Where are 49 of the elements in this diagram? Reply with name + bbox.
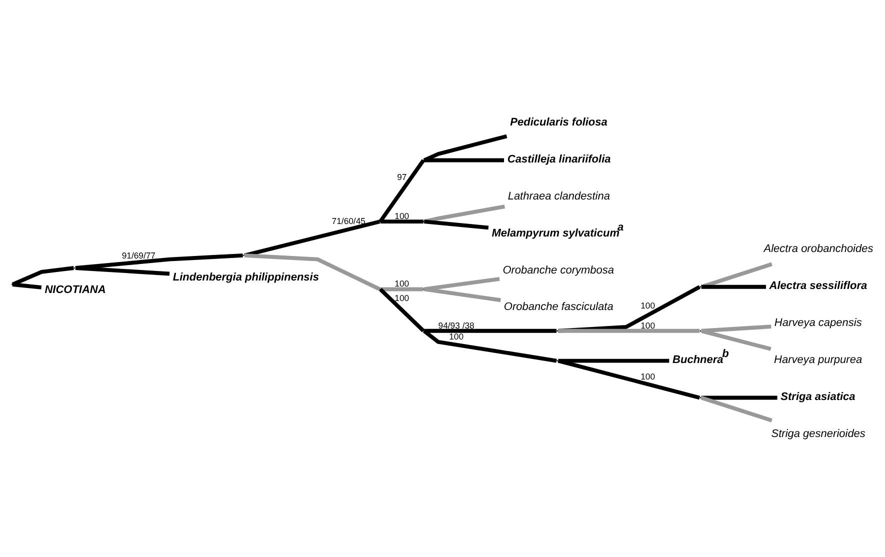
connector (701, 324, 772, 332)
node-text: Castilleja linariifolia (507, 152, 611, 165)
edge-label: 100 (640, 300, 656, 310)
node-text: Striga gesnerioides (771, 427, 866, 440)
connector (558, 358, 670, 362)
edge-label: 94/93 /38 (438, 320, 474, 330)
node-point (423, 288, 424, 290)
node-text: Lathraea clandestina (508, 190, 610, 202)
node-point (423, 220, 424, 222)
edge-label: 100 (394, 210, 410, 221)
node-point (12, 283, 13, 285)
connector (75, 266, 170, 276)
node-text: Alectra orobanchoides (764, 242, 874, 255)
node-text: Striga asiatica (780, 390, 856, 402)
edge-label: 100 (449, 330, 464, 341)
node-point (74, 266, 76, 268)
connector (12, 282, 42, 289)
node-point (556, 360, 558, 361)
node-text: Lindenbergia philippinensis (172, 270, 319, 283)
connector (701, 284, 766, 288)
connector (558, 284, 701, 332)
connector (700, 262, 772, 288)
node-point (700, 330, 702, 332)
node-text: Harveya capensis (774, 316, 862, 328)
edge-label: 97 (397, 171, 407, 182)
connector (701, 395, 778, 400)
edge-label: 100 (394, 292, 410, 302)
node-point (242, 254, 244, 256)
connector (75, 252, 243, 270)
connector (700, 395, 772, 422)
connector (12, 266, 74, 286)
edge-label: 100 (640, 370, 656, 381)
connector (558, 358, 700, 400)
node-text: Harveya purpurea (774, 353, 862, 366)
node-text: Orobanche fasciculata (504, 300, 614, 313)
node-text: Orobanche corymbosa (502, 264, 614, 276)
node-point (700, 286, 702, 288)
connector (244, 252, 380, 290)
edge-label: 91/69/77 (122, 250, 156, 260)
connector (558, 328, 700, 332)
node-text: Alectra sessiliflora (769, 279, 868, 292)
connector (700, 328, 772, 350)
edge-label: 71/60/45 (332, 215, 366, 226)
node-point (556, 330, 558, 332)
edge-label: 100 (394, 278, 410, 288)
node-point (700, 396, 702, 398)
edge-label: 100 (640, 320, 656, 330)
node-text: NICOTIANA (44, 283, 106, 296)
node-text: Pedicularis foliosa (510, 116, 608, 128)
